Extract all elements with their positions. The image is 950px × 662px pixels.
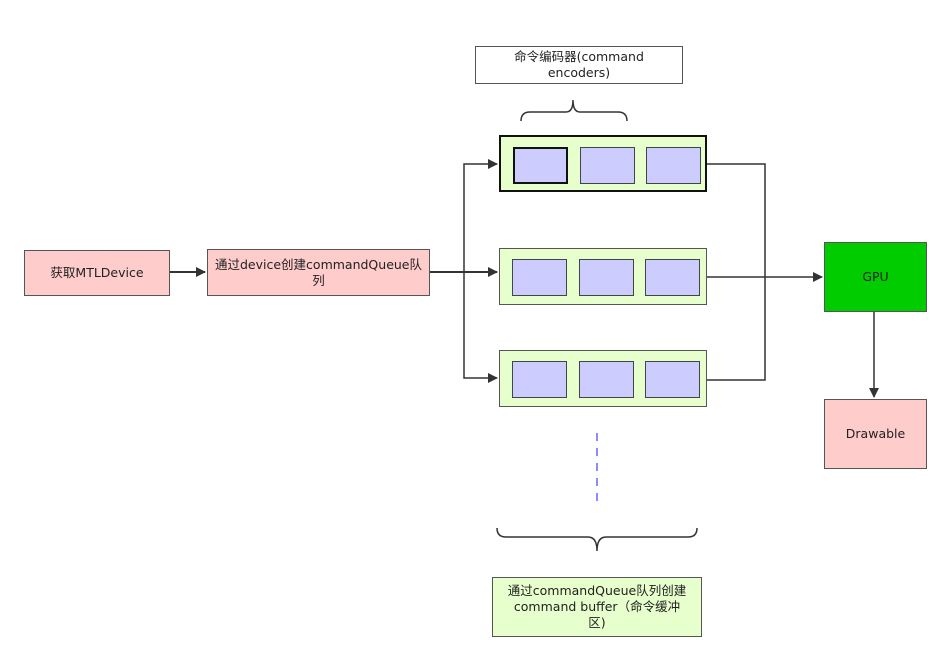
create-queue-label: 通过device创建commandQueue队列 [214,256,422,288]
brace-encoders [520,99,628,122]
command-buffer-3 [499,350,707,407]
command-encoder-2 [579,259,634,296]
line-buffer-1-to-bus [706,163,766,277]
gpu-node: GPU [824,242,927,312]
command-buffer-2 [499,248,707,305]
buffer-note: 通过commandQueue队列创建command buffer（命令缓冲区) [492,577,702,637]
command-encoder-1 [512,361,567,398]
command-encoder-1 [513,147,568,184]
drawable-label: Drawable [845,426,906,441]
command-encoder-3 [645,259,700,296]
create-queue-node: 通过device创建commandQueue队列 [207,249,430,296]
gpu-label: GPU [862,269,889,284]
get-device-label: 获取MTLDevice [50,265,144,280]
encoders-note-label: 命令编码器(command encoders) [514,49,644,80]
command-encoder-3 [646,147,701,184]
arrow-queue-to-buffer-1 [463,159,498,272]
command-buffer-1 [499,135,707,192]
arrow-queue-to-buffer-3 [463,272,498,383]
get-device-node: 获取MTLDevice [24,250,170,296]
command-encoder-2 [579,361,634,398]
encoders-note: 命令编码器(command encoders) [475,46,683,84]
command-encoder-2 [580,147,635,184]
command-encoder-3 [645,361,700,398]
brace-buffers [496,527,698,552]
command-encoder-1 [512,259,567,296]
line-buffer-3-to-bus [706,277,766,381]
buffer-note-label: 通过commandQueue队列创建command buffer（命令缓冲区) [507,583,687,630]
drawable-node: Drawable [824,399,927,469]
